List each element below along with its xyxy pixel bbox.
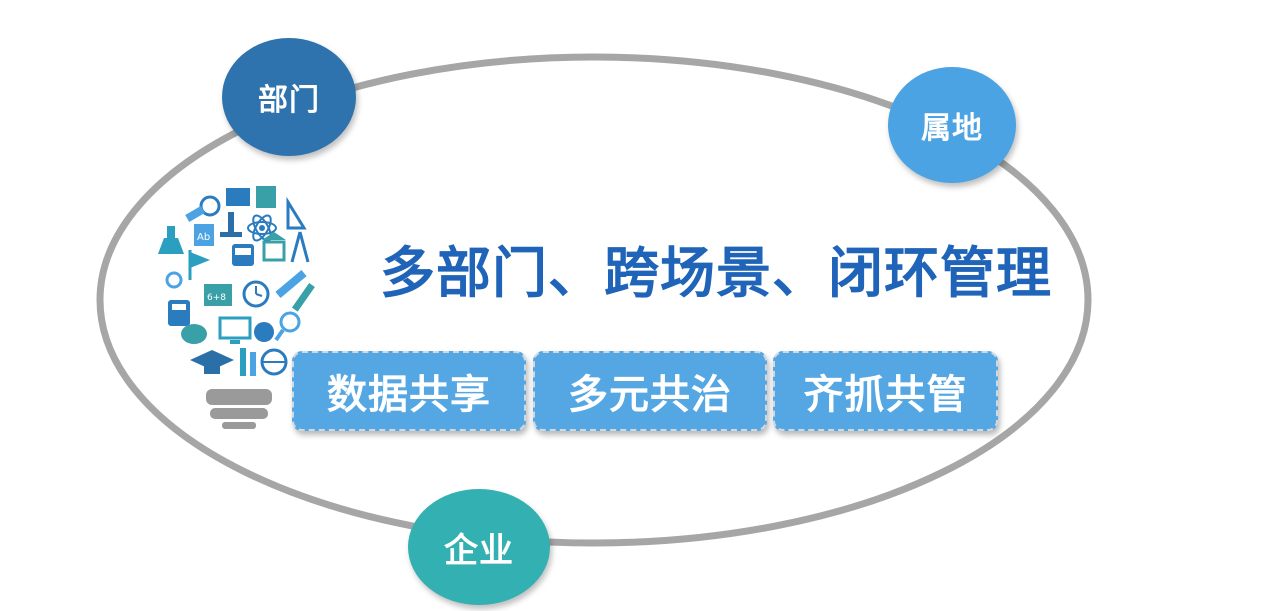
bulb-base-icon (206, 389, 272, 429)
node-enterprise: 企业 (408, 489, 550, 605)
headline: 多部门、跨场景、闭环管理 (380, 228, 1040, 308)
svg-text:6+8: 6+8 (207, 293, 226, 303)
node-locality-label: 属地 (921, 103, 983, 147)
tag-data-sharing: 数据共享 (292, 351, 526, 431)
education-icons-cluster: Ab 6+8 (158, 186, 315, 376)
node-locality: 属地 (888, 67, 1016, 183)
node-enterprise-label: 企业 (444, 523, 514, 572)
node-department-label: 部门 (258, 75, 320, 119)
tag-label: 多元共治 (568, 362, 732, 420)
node-department: 部门 (222, 38, 356, 156)
svg-text:Ab: Ab (197, 232, 210, 243)
tag-multi-governance: 多元共治 (533, 351, 767, 431)
tag-joint-management: 齐抓共管 (773, 351, 998, 431)
tag-label: 数据共享 (327, 362, 491, 420)
tag-label: 齐抓共管 (804, 362, 968, 420)
